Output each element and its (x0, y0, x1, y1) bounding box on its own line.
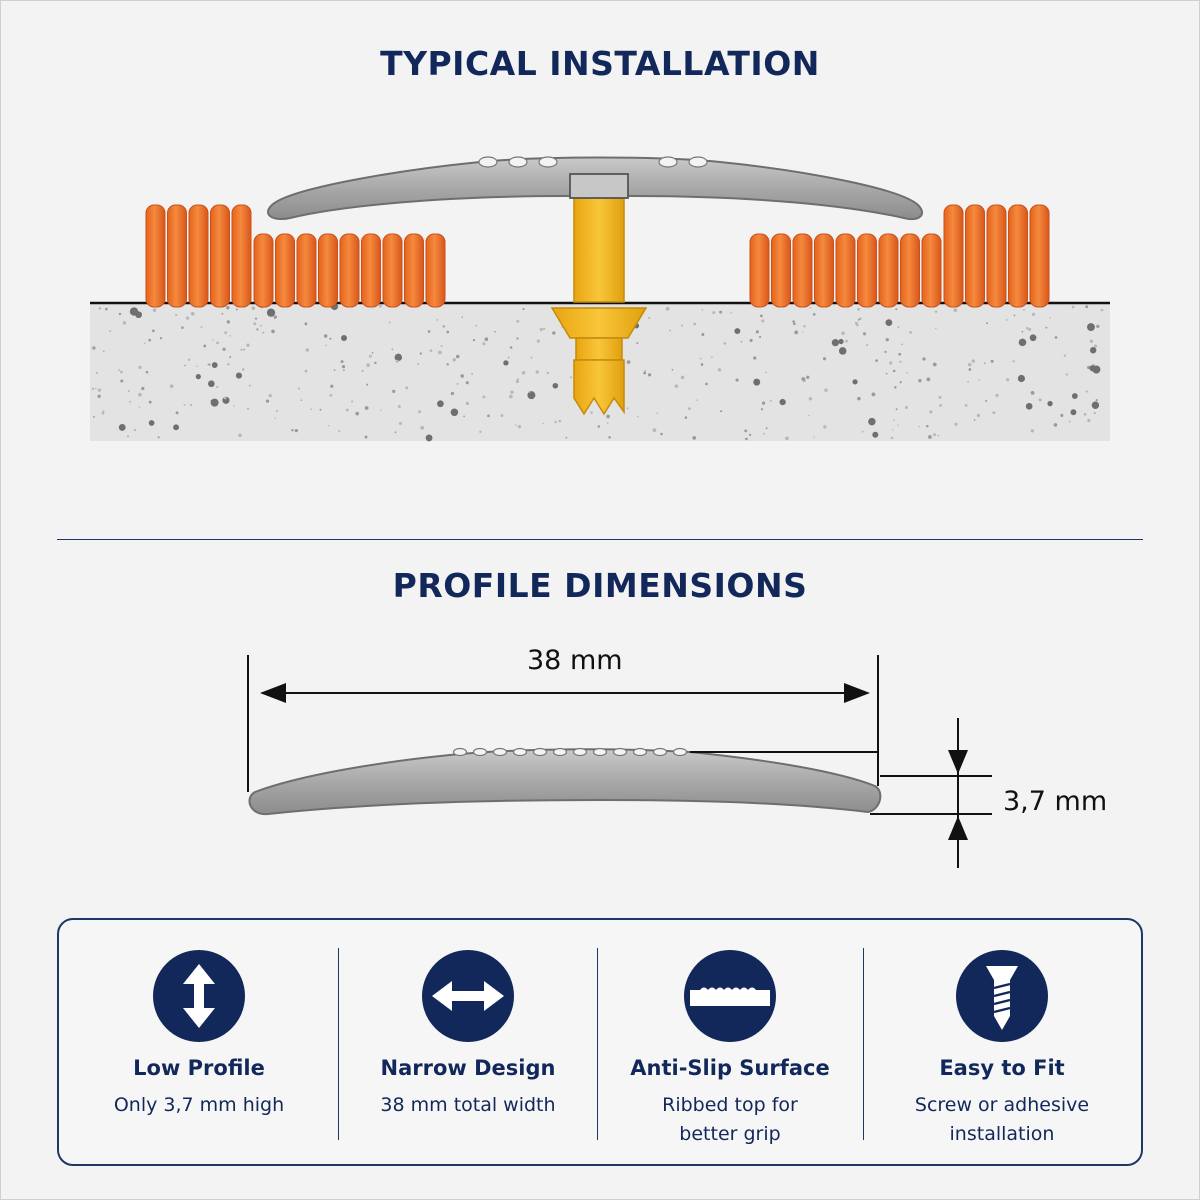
carpet-tuft (921, 233, 942, 308)
feature-narrow-design: Narrow Design 38 mm total width (339, 920, 597, 1164)
carpet-tuft (339, 233, 360, 308)
screw-icon (956, 950, 1048, 1042)
carpet-tuft (210, 204, 230, 308)
feature-anti-slip: Anti-Slip Surface Ribbed top for better … (597, 920, 863, 1164)
carpet-tuft (814, 233, 834, 308)
feature-description-line: installation (949, 1123, 1055, 1145)
feature-description: Ribbed top for better grip (597, 1091, 863, 1149)
carpet-tuft (749, 233, 770, 308)
carpet-tuft (878, 233, 899, 308)
feature-description-line: Ribbed top for (662, 1094, 798, 1116)
feature-title: Easy to Fit (939, 1056, 1065, 1080)
carpet-tuft (318, 233, 338, 308)
screw-insert (550, 197, 648, 416)
feature-easy-fit: Easy to Fit Screw or adhesive installati… (863, 920, 1141, 1164)
carpet-tuft (900, 233, 920, 308)
feature-separator (863, 948, 864, 1140)
feature-description-line: 38 mm total width (380, 1094, 556, 1116)
carpet-tuft (145, 204, 166, 308)
ribbed-surface-icon (684, 950, 776, 1042)
width-dimension (247, 655, 879, 792)
profile-cross-section (248, 747, 882, 816)
feature-description-line: Screw or adhesive (914, 1094, 1090, 1116)
feature-description: Only 3,7 mm high (59, 1091, 339, 1120)
carpet-tuft (857, 233, 877, 308)
profile-title: PROFILE DIMENSIONS (392, 566, 808, 605)
feature-low-profile: Low Profile Only 3,7 mm high (59, 920, 339, 1164)
feature-description-line: Only 3,7 mm high (113, 1094, 285, 1116)
feature-description: 38 mm total width (339, 1091, 597, 1120)
feature-title: Low Profile (133, 1056, 265, 1080)
feature-title: Narrow Design (380, 1056, 556, 1080)
horizontal-arrow-icon (422, 950, 514, 1042)
carpet-tuft (965, 204, 985, 308)
carpet-tuft (253, 233, 274, 308)
carpet-tuft (361, 233, 381, 308)
installation-title: TYPICAL INSTALLATION (380, 44, 820, 83)
feature-description-line: better grip (679, 1123, 781, 1145)
section-divider (57, 539, 1143, 540)
feature-separator (338, 948, 339, 1140)
carpet-tuft (986, 204, 1007, 308)
feature-separator (597, 948, 598, 1140)
carpet-tuft (167, 204, 187, 308)
carpet-tuft (792, 233, 813, 308)
vertical-arrow-icon (153, 950, 245, 1042)
carpet-tuft (425, 233, 446, 308)
carpet-tuft (404, 233, 424, 308)
carpet-tuft (771, 233, 791, 308)
carpet-tuft (835, 233, 856, 308)
width-label: 38 mm (527, 645, 623, 676)
carpet-tuft (188, 204, 209, 308)
carpet-tuft (231, 204, 252, 308)
carpet-tuft (296, 233, 317, 308)
carpet-tuft (382, 233, 403, 308)
feature-description: Screw or adhesive installation (863, 1091, 1141, 1149)
installation-diagram (90, 156, 1110, 868)
carpet-tuft (943, 204, 964, 308)
cover-profile (267, 156, 923, 221)
height-label: 3,7 mm (1003, 786, 1108, 817)
carpet-tuft (275, 233, 295, 308)
feature-panel: Low Profile Only 3,7 mm high Narrow Desi… (57, 918, 1143, 1166)
carpet-tuft (1008, 204, 1028, 308)
height-dimension (690, 718, 992, 868)
carpet-tuft (1029, 204, 1050, 308)
feature-title: Anti-Slip Surface (630, 1056, 830, 1080)
carpet-pile (145, 204, 1050, 308)
